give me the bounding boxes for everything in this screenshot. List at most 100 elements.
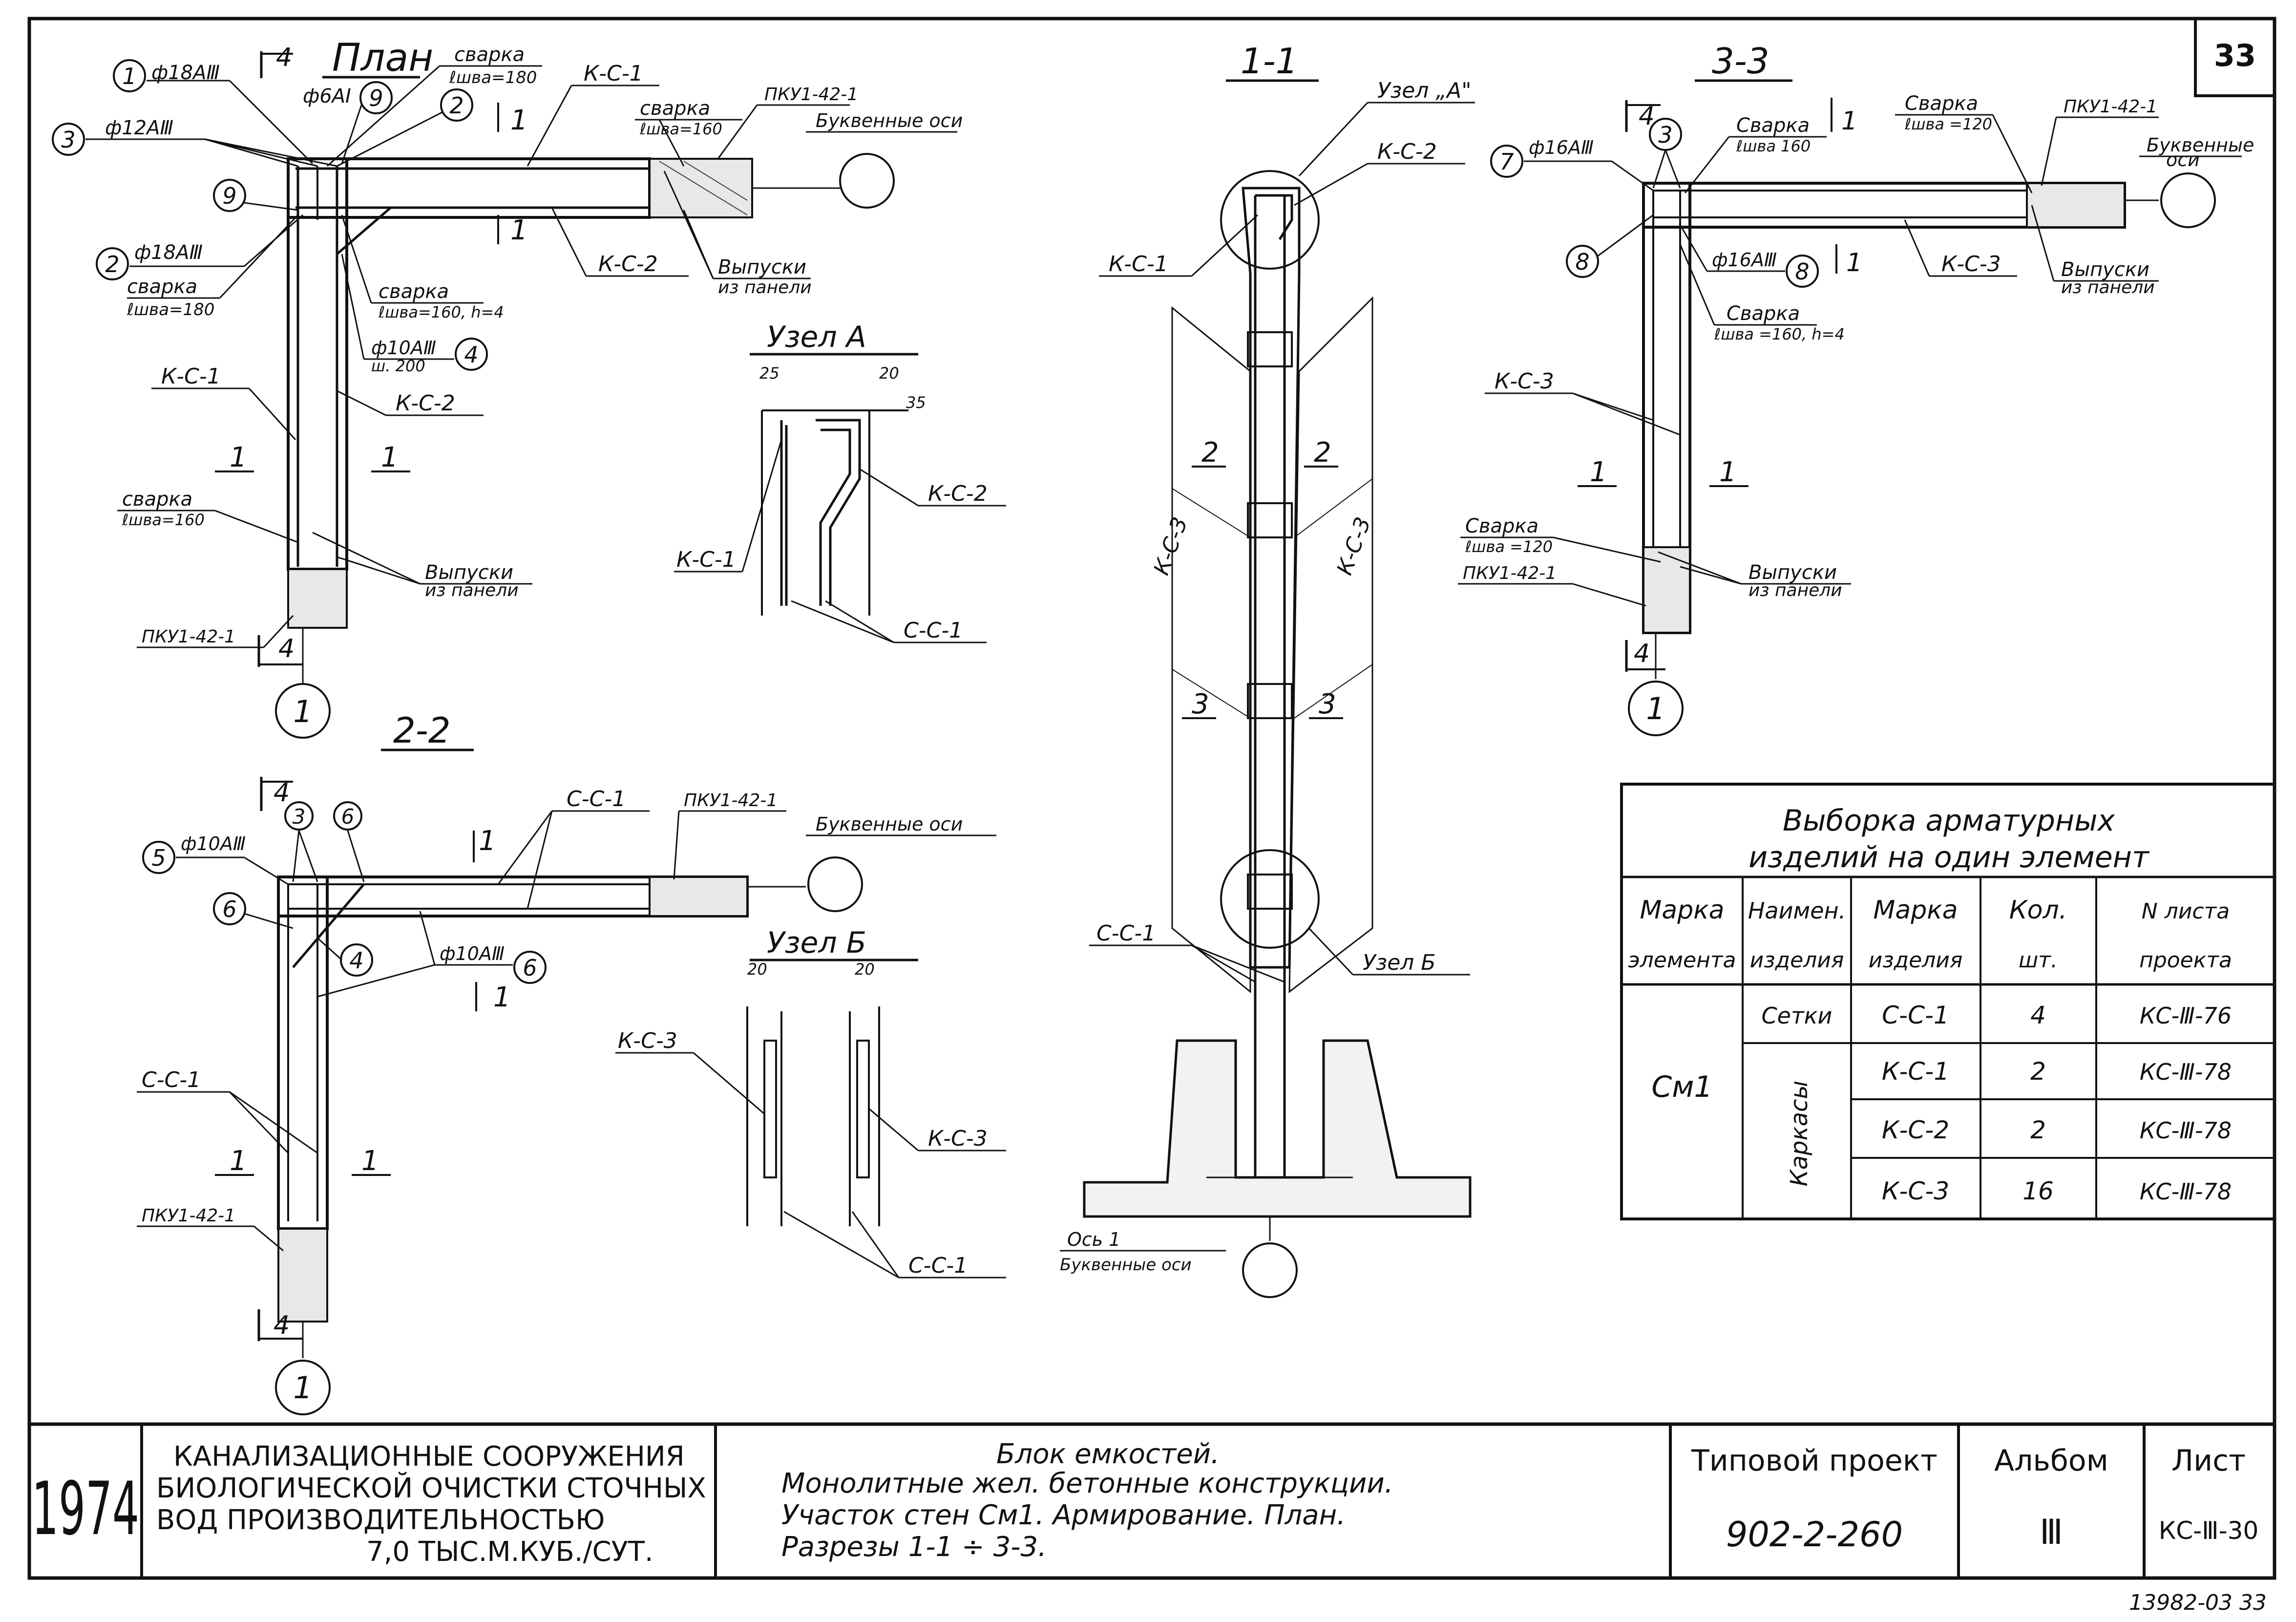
sheet-number: 33 [2214, 38, 2256, 73]
rebar-schedule-table: Выборка арматурных изделий на один элеме… [1620, 783, 2276, 1220]
svg-text:Марка: Марка [1640, 896, 1724, 925]
svg-text:сварка: сварка [127, 276, 197, 298]
plan-view: План 4 1 ф18АⅢ 3 ф12АⅢ [52, 36, 963, 739]
svg-text:ВОД ПРОИЗВОДИТЕЛЬНОСТЬЮ: ВОД ПРОИЗВОДИТЕЛЬНОСТЬЮ [156, 1504, 605, 1536]
table-title-1: Выборка арматурных [1783, 804, 2115, 838]
svg-text:1: 1 [230, 442, 247, 473]
svg-text:4: 4 [274, 1311, 290, 1340]
svg-text:ПКУ1-42-1: ПКУ1-42-1 [2064, 97, 2157, 117]
year: 1974 [32, 1467, 139, 1552]
svg-text:ℓшва=160: ℓшва=160 [639, 120, 722, 138]
svg-text:2: 2 [449, 92, 463, 119]
svg-text:1: 1 [1846, 248, 1862, 277]
svg-text:1: 1 [293, 694, 312, 729]
svg-text:ℓшва =160, h=4: ℓшва =160, h=4 [1714, 325, 1845, 343]
node-b-detail: Узел Б 20 20 К-С-3 К-С-3 С-С-1 [615, 926, 1006, 1279]
svg-text:3: 3 [1192, 688, 1209, 720]
svg-text:К-С-3: К-С-3 [1941, 252, 2001, 277]
svg-text:из панели: из панели [2061, 277, 2155, 298]
svg-text:9: 9 [369, 85, 383, 111]
svg-text:1: 1 [479, 825, 496, 857]
svg-text:К-С-1: К-С-1 [676, 547, 736, 572]
svg-text:ℓшва =120: ℓшва =120 [1904, 115, 1992, 133]
svg-text:из панели: из панели [718, 277, 812, 298]
svg-text:Наимен.: Наимен. [1748, 897, 1846, 924]
svg-text:сварка: сварка [379, 280, 449, 303]
section-1-1: 1-1 Узел „А" К-С-2 К-С-1 2 [1060, 41, 1475, 1298]
svg-text:Узел А: Узел А [767, 320, 866, 354]
svg-text:8: 8 [1575, 249, 1589, 275]
plan-callout-1: 1 [122, 63, 136, 89]
svg-text:Выпуски: Выпуски [1748, 561, 1837, 584]
svg-text:8: 8 [1795, 258, 1809, 285]
svg-text:К-С-3: К-С-3 [1332, 514, 1376, 578]
svg-text:7,0 ТЫС.М.КУБ./СУТ.: 7,0 ТЫС.М.КУБ./СУТ. [366, 1536, 653, 1568]
section-3-3: 3-3 4 7 ф16АⅢ 3 Сварка ℓшва 160 Сварка ℓ… [1458, 41, 2254, 736]
svg-text:Буквенные оси: Буквенные оси [816, 110, 963, 131]
svg-text:из панели: из панели [1748, 580, 1842, 600]
svg-text:КС-Ⅲ-78: КС-Ⅲ-78 [2140, 1178, 2232, 1205]
svg-text:ℓшва 160: ℓшва 160 [1736, 137, 1811, 155]
svg-text:изделия: изделия [1869, 948, 1963, 973]
svg-text:К-С-2: К-С-2 [396, 391, 455, 416]
svg-text:4: 4 [276, 43, 292, 72]
table-title-2: изделий на один элемент [1748, 840, 2150, 875]
svg-text:2: 2 [1314, 437, 1331, 469]
svg-text:сварка: сварка [454, 43, 525, 66]
sheet-number-box [2194, 17, 2276, 97]
table-element: См1 [1651, 1070, 1712, 1104]
svg-text:1: 1 [1590, 456, 1607, 488]
svg-text:ф16АⅢ: ф16АⅢ [1529, 137, 1594, 158]
svg-text:4: 4 [278, 634, 295, 663]
svg-text:сварка: сварка [640, 97, 710, 120]
svg-text:25: 25 [759, 364, 779, 383]
svg-text:1: 1 [361, 1145, 379, 1177]
svg-text:5: 5 [151, 845, 166, 871]
svg-text:Монолитные жел. бетонные конст: Монолитные жел. бетонные конструкции. [781, 1468, 1393, 1499]
svg-text:4: 4 [464, 341, 478, 368]
node-a-detail: Узел А 25 20 35 К-С-2 К-С-1 С-С-1 [674, 320, 1006, 643]
svg-text:КС-Ⅲ-78: КС-Ⅲ-78 [2140, 1117, 2232, 1144]
svg-text:ПКУ1-42-1: ПКУ1-42-1 [764, 85, 858, 105]
svg-text:Буквенные оси: Буквенные оси [816, 813, 963, 835]
svg-text:1: 1 [1646, 691, 1665, 726]
svg-text:3: 3 [1319, 688, 1336, 720]
svg-text:ℓшва=180: ℓшва=180 [126, 300, 214, 320]
svg-text:4: 4 [349, 947, 363, 974]
table-row: К-С-3 16 КС-Ⅲ-78 [1882, 1177, 2232, 1205]
svg-text:6: 6 [523, 955, 537, 981]
svg-text:Выпуски: Выпуски [718, 256, 806, 278]
svg-text:Буквенные: Буквенные [2147, 134, 2254, 156]
svg-text:6: 6 [341, 805, 355, 829]
svg-text:1: 1 [381, 442, 399, 473]
svg-text:2-2: 2-2 [393, 710, 451, 751]
svg-text:16: 16 [2022, 1177, 2054, 1205]
svg-text:К-С-1: К-С-1 [584, 61, 643, 86]
svg-text:ф10АⅢ: ф10АⅢ [371, 337, 436, 359]
svg-text:С-С-1: С-С-1 [904, 618, 963, 643]
svg-text:С-С-1: С-С-1 [567, 787, 626, 811]
svg-text:шт.: шт. [2019, 948, 2058, 973]
svg-text:ℓшва=160, h=4: ℓшва=160, h=4 [378, 303, 504, 321]
svg-text:ℓшва=180: ℓшва=180 [449, 68, 537, 87]
svg-text:4: 4 [1634, 639, 1650, 668]
svg-text:С-С-1: С-С-1 [1882, 1001, 1949, 1029]
svg-text:К-С-1: К-С-1 [1882, 1057, 1949, 1086]
svg-text:проекта: проекта [2139, 948, 2232, 973]
title-block: 1974 КАНАЛИЗАЦИОННЫЕ СООРУЖЕНИЯ БИОЛОГИЧ… [29, 1422, 2275, 1578]
svg-text:Лист: Лист [2171, 1444, 2246, 1478]
svg-text:К-С-3: К-С-3 [928, 1126, 988, 1151]
svg-text:К-С-2: К-С-2 [598, 252, 658, 277]
svg-text:2: 2 [2030, 1057, 2046, 1086]
svg-text:3: 3 [1658, 122, 1672, 148]
svg-text:С-С-1: С-С-1 [908, 1253, 968, 1278]
svg-text:N листа: N листа [2142, 899, 2230, 924]
svg-text:1: 1 [293, 1370, 312, 1406]
svg-text:БИОЛОГИЧЕСКОЙ ОЧИСТКИ СТОЧНЫХ: БИОЛОГИЧЕСКОЙ ОЧИСТКИ СТОЧНЫХ [156, 1472, 706, 1504]
svg-text:ф18АⅢ: ф18АⅢ [134, 241, 203, 264]
svg-text:9: 9 [222, 183, 236, 209]
svg-text:1: 1 [1841, 107, 1857, 136]
svg-text:элемента: элемента [1628, 948, 1736, 973]
svg-text:20: 20 [855, 960, 875, 979]
